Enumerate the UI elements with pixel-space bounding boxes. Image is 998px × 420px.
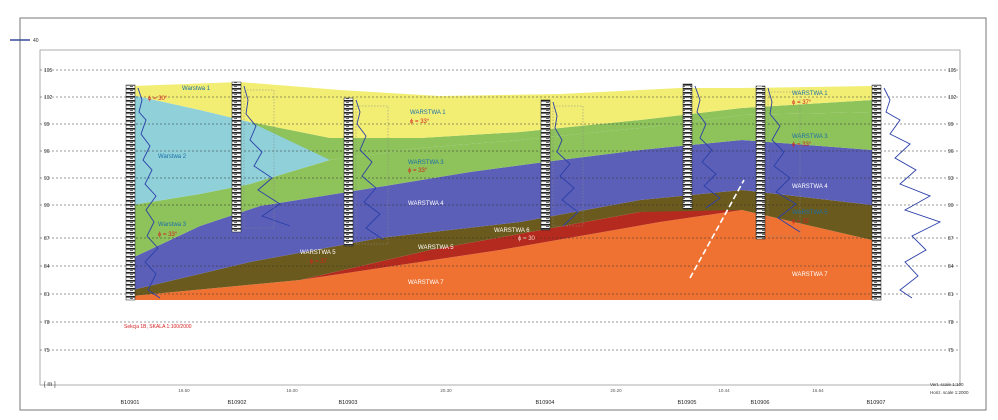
spacing-label: 16.00: [286, 388, 298, 393]
y-label-right: 99: [948, 122, 954, 128]
y-label: 78: [44, 320, 50, 326]
scale-note: Sekcja 1B, SKALA 1:100/2000: [124, 324, 192, 330]
label-w6-mid-value: ϕ = 30: [518, 236, 536, 242]
y-label-right: 102: [948, 95, 957, 101]
borehole-name: B10907: [867, 400, 886, 406]
borehole-column-B10904: [540, 99, 551, 231]
secondary-log-boxes: [243, 89, 801, 245]
y-label: 96: [44, 149, 50, 155]
borehole-spacings: 16.50 16.00 20.30 20.20 10.44 16.64: [178, 388, 824, 393]
layer-3-upper-green: [250, 100, 872, 160]
y-label-right: 105: [948, 68, 957, 74]
label-w7-right: WARSTWA 7: [792, 272, 828, 278]
borehole-column-B10906: [755, 85, 766, 240]
y-label: 75: [44, 348, 50, 354]
label-w3-left: Warstwa 3: [158, 222, 187, 228]
y-label-right: 84: [948, 264, 954, 270]
scale-vertical: Vert. scale 1:100: [930, 382, 964, 387]
label-w1-mid-value: ϕ = 33°: [410, 119, 430, 125]
label-w6-mid: WARSTWA 6: [494, 228, 530, 234]
y-label: 81: [44, 292, 50, 298]
elevation-labels-left: 105 102 99 96 93 90 87 84 81 78 75: [44, 68, 53, 354]
label-w5-mid: WARSTWA 5: [418, 245, 454, 251]
spacing-label: 16.50: [178, 388, 190, 393]
borehole-name: B10902: [228, 400, 247, 406]
label-w3-right-value: ϕ = 33°: [792, 142, 812, 148]
borehole-column-B10902: [231, 81, 242, 233]
borehole-name: B10906: [751, 400, 770, 406]
scale-horizontal: Horiz. scale 1:2000: [930, 390, 969, 395]
y-label: 105: [44, 68, 53, 74]
inclined-borehole-line: [689, 179, 745, 279]
label-w7-mid: WARSTWA 7: [408, 280, 444, 286]
label-w5-right-value: ϕ = 32: [792, 219, 810, 225]
layer-2-cyan: [132, 95, 330, 205]
label-w1-left-value: ϕ = 30°: [148, 96, 168, 102]
borehole-column-B10901: [125, 84, 136, 301]
label-w5-mid-value: ϕ = 32: [408, 256, 426, 262]
corner-value: 40: [33, 38, 39, 44]
label-w4-right: WARSTWA 4: [792, 184, 828, 190]
y-label-right: 90: [948, 203, 954, 209]
label-w3-mid: WARSTWA 3: [408, 160, 444, 166]
layer-5-brown: [132, 190, 872, 296]
label-w2-left: Warstwa 2: [158, 154, 187, 160]
y-label-right: 81: [948, 292, 954, 298]
spacing-label: 20.20: [610, 388, 622, 393]
borehole-names: B10901 B10902 B10903 B10904 B10905 B1090…: [121, 400, 886, 406]
y-label-right: 93: [948, 176, 954, 182]
label-w1-mid: WARSTWA 1: [410, 110, 446, 116]
borehole-column-B10903: [343, 97, 354, 247]
unit-label: [ m ]: [44, 382, 56, 388]
borehole-name: B10904: [536, 400, 555, 406]
cpt-curve-B10906: [767, 87, 801, 233]
scale-legend: Vert. scale 1:100 Horiz. scale 1:2000: [930, 382, 969, 395]
cpt-curve-B10902: [243, 85, 291, 227]
borehole-name: B10901: [121, 400, 140, 406]
y-label-right: 78: [948, 320, 954, 326]
layer-labels: Warstwa 1 ϕ = 30° Warstwa 2 Warstwa 3 ϕ …: [148, 86, 828, 286]
borehole-column-B10907: [871, 84, 882, 301]
y-label: 99: [44, 122, 50, 128]
cpt-curve-B10903: [355, 99, 385, 241]
cpt-curve-B10907: [883, 87, 942, 299]
elevation-gridlines: [40, 69, 960, 351]
drawing-frame: [19, 17, 987, 411]
borehole-name: B10905: [678, 400, 697, 406]
y-label-right: 75: [948, 348, 954, 354]
label-w5-right: WARSTWA 5: [792, 210, 828, 216]
label-w3-left-value: ϕ = 33°: [158, 232, 178, 238]
y-label: 90: [44, 203, 50, 209]
y-label-right: 87: [948, 236, 954, 242]
borehole-columns: [125, 81, 882, 301]
y-label: 102: [44, 95, 53, 101]
y-label: 93: [44, 176, 50, 182]
cpt-curve-B10905: [694, 85, 721, 209]
layer-3-green: [132, 112, 872, 258]
label-w1-left: Warstwa 1: [182, 86, 211, 92]
label-w5-left-value: ϕ = 37: [310, 259, 328, 265]
label-w3-mid-value: ϕ = 33°: [408, 168, 428, 174]
y-label-right: 96: [948, 149, 954, 155]
label-w5-left: WARSTWA 5: [300, 250, 336, 256]
label-w1-right-value: ϕ = 37°: [792, 100, 812, 106]
cpt-curves: [137, 85, 942, 299]
y-label: 87: [44, 236, 50, 242]
label-w1-right: WARSTWA 1: [792, 91, 828, 97]
elevation-labels-right: 105 102 99 96 93 90 87 84 81 78 75: [948, 68, 957, 354]
label-w4-mid: WARSTWA 4: [408, 201, 444, 207]
spacing-label: 20.30: [440, 388, 452, 393]
borehole-name: B10903: [339, 400, 358, 406]
borehole-column-B10905: [682, 83, 693, 210]
layer-6-red: [300, 204, 742, 280]
label-w3-right: WARSTWA 3: [792, 134, 828, 140]
cpt-curve-B10904: [552, 101, 579, 227]
spacing-label: 10.44: [718, 388, 730, 393]
spacing-label: 16.64: [812, 388, 824, 393]
y-label: 84: [44, 264, 50, 270]
cpt-curve-B10901: [137, 87, 161, 299]
